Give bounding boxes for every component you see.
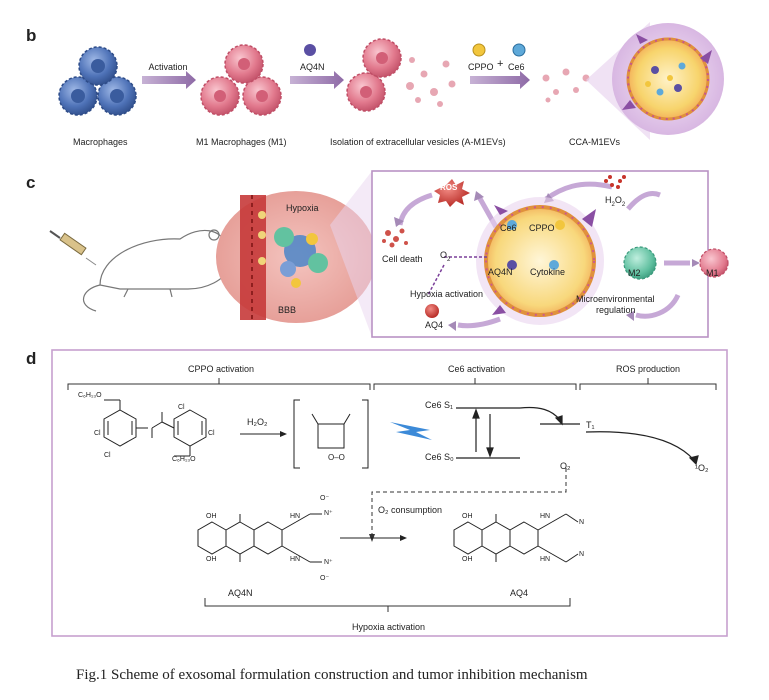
isolation-label: Isolation of extracellular vesicles (A-M… [330, 137, 506, 147]
energy-bolt-icon [390, 422, 432, 440]
aq4-hn-bottom: HN [540, 556, 551, 563]
activation-label: Activation [148, 62, 188, 72]
panel-c-letter: c [26, 173, 36, 192]
vesicle-release-group [346, 38, 456, 112]
loading-arrow [470, 71, 530, 89]
m2-macrophage [623, 246, 657, 280]
mouse-outline [83, 229, 237, 312]
aq4n-hn-bottom: HN [290, 556, 301, 563]
aq4-label-c: AQ4 [425, 320, 444, 330]
o2-label-c: O2 [440, 250, 451, 263]
ros-production-header: ROS production [616, 364, 681, 374]
small-vesicles [542, 68, 590, 103]
macrophages-label: Macrophages [73, 137, 128, 147]
cca-m1ev-large [476, 197, 604, 325]
svg-text:O–O: O–O [328, 453, 345, 462]
macrophage-cluster [58, 46, 137, 116]
ce6-s0-label: Ce6 S₀ [425, 452, 454, 462]
cell-death-label: Cell death [382, 254, 423, 264]
ce6-activation-header: Ce6 activation [448, 364, 506, 374]
cca-m1evs-label: CCA-M1EVs [569, 137, 621, 147]
cppo-activation-header: CPPO activation [188, 364, 255, 374]
panel-c-illustration [49, 170, 729, 338]
cell-death-fragments [382, 228, 408, 248]
aq4-structure [453, 513, 579, 563]
aq4-oh-bottom: OH [462, 556, 473, 563]
jablonski-diagram [456, 406, 699, 466]
cppo-cl-4: Cl [208, 430, 215, 437]
aq4-label-d: AQ4 [510, 588, 529, 598]
t1-label: T₁ [586, 420, 595, 430]
figure-caption: Fig.1 Scheme of exosomal formulation con… [76, 667, 588, 683]
aq4n-label-c: AQ4N [488, 267, 513, 277]
aq4n-nplus-bottom: N⁺ [324, 559, 333, 566]
aq4n-oh-bottom: OH [206, 556, 217, 563]
cppo-cl-1: Cl [94, 430, 101, 437]
dioxetanedione-structure: O–O [293, 399, 369, 469]
aq4n-hn-top: HN [290, 513, 301, 520]
m2-label: M2 [628, 268, 641, 278]
ce6-s1-label: Ce6 S₁ [425, 400, 454, 410]
section-brackets [67, 378, 717, 612]
cppo-label: CPPO [468, 62, 494, 72]
cca-m1ev-vesicle [612, 23, 724, 135]
panel-b-letter: b [26, 26, 37, 45]
singlet-oxygen-label: ¹O₂ [695, 463, 709, 473]
aq4n-oh-top: OH [206, 513, 217, 520]
o2-label-d: O₂ [560, 461, 571, 471]
panel-d-letter: d [26, 349, 37, 368]
aq4n-label: AQ4N [300, 62, 325, 72]
panel-b-illustration [58, 22, 724, 140]
cppo-molecule-icon [472, 43, 486, 57]
activation-arrow [142, 71, 196, 89]
hypoxia-activation-label-d: Hypoxia activation [352, 622, 426, 632]
hypoxia-label: Hypoxia [286, 203, 319, 213]
aq4n-ominus-bottom: O⁻ [320, 575, 330, 582]
cytokine-label: Cytokine [530, 267, 566, 277]
cppo-ester-left: C₆H₁₃O [78, 392, 102, 399]
ce6-molecule-icon [512, 43, 526, 57]
h2o2-dots [604, 175, 626, 189]
syringe-icon [49, 230, 97, 266]
cppo-label-c: CPPO [529, 223, 555, 233]
o2-consumption-label: O₂ consumption [378, 505, 443, 515]
microenvironmental-label: Microenvironmental [576, 294, 655, 304]
m1-label-c: M1 [706, 268, 719, 278]
panel-d-scheme: O–O [51, 349, 728, 637]
cppo-ester-right: C₆H₁₃O [172, 456, 196, 463]
bbb-label: BBB [278, 305, 297, 315]
ros-label: ROS [440, 183, 458, 192]
aq4-n-bottom: N [579, 551, 585, 558]
aq4n-nplus-top: N⁺ [324, 510, 333, 517]
cppo-structure [103, 399, 207, 457]
ros-burst-icon [434, 179, 470, 207]
detail-zoom-cone [330, 171, 372, 337]
panel-d-frame [51, 349, 728, 637]
cppo-cl-3: Cl [178, 404, 185, 411]
aq4n-arrow [290, 71, 344, 89]
ce6-label-c: Ce6 [500, 223, 517, 233]
m1-macrophage [699, 248, 729, 278]
ce6-label: Ce6 [508, 62, 525, 72]
hypoxia-activation-label-c: Hypoxia activation [410, 289, 484, 299]
regulation-label: regulation [596, 305, 636, 315]
o2-consumption-path [371, 468, 567, 536]
h2o2-label: H2O2 [605, 195, 626, 208]
aq4-molecule-icon [425, 304, 439, 318]
plus-label: + [497, 58, 504, 70]
h2o2-reagent-label: H₂O₂ [247, 417, 268, 427]
m1-macrophages-label: M1 Macrophages (M1) [196, 137, 287, 147]
aq4n-structure [197, 513, 322, 563]
aq4-oh-top: OH [462, 513, 473, 520]
aq4-n-top: N [579, 519, 585, 526]
aq4-hn-top: HN [540, 513, 551, 520]
m1-macrophage-cluster [200, 44, 282, 116]
cppo-cl-2: Cl [104, 452, 111, 459]
aq4n-ominus-top: O⁻ [320, 495, 330, 502]
aq4n-label-d: AQ4N [228, 588, 253, 598]
aq4n-molecule-icon [304, 44, 316, 56]
